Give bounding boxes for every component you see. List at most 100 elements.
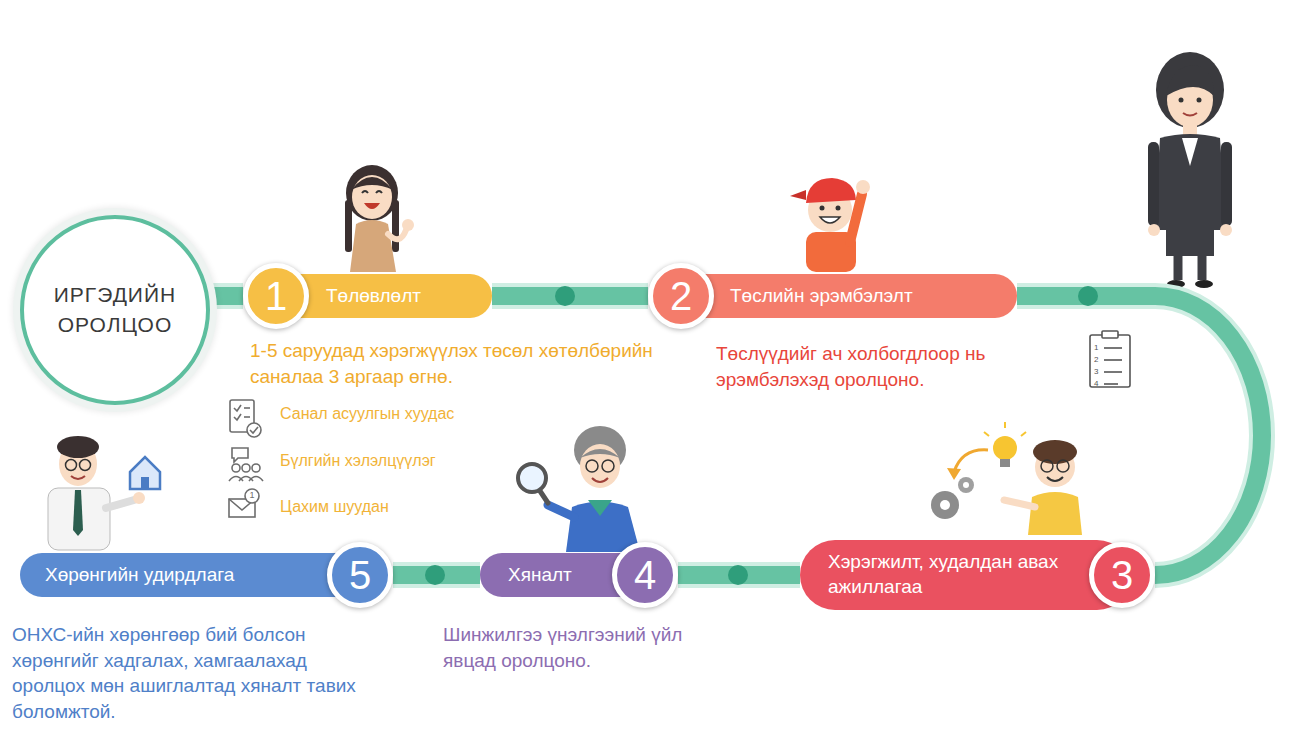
step-number-text: 5 bbox=[349, 555, 371, 595]
woman-figure-part bbox=[1174, 256, 1183, 280]
track-band bbox=[209, 287, 243, 305]
manager-figure-part bbox=[57, 436, 99, 458]
track-band bbox=[393, 566, 480, 584]
track-connector bbox=[209, 296, 243, 297]
idea-boy-figure-part bbox=[954, 450, 988, 472]
girl-figure-part bbox=[352, 175, 392, 219]
step-number-text: 1 bbox=[265, 276, 287, 316]
girl-figure-part bbox=[392, 200, 399, 252]
idea-boy-figure-part bbox=[1004, 500, 1035, 507]
girl-figure-part bbox=[346, 165, 398, 221]
idea-boy-figure-part bbox=[1000, 459, 1010, 467]
list-number: 3 bbox=[1094, 367, 1098, 376]
survey-icon-part bbox=[247, 423, 261, 437]
step-title: Хяналт bbox=[508, 563, 572, 588]
discussion-icon-part bbox=[252, 464, 260, 472]
list-number: 2 bbox=[1094, 355, 1098, 364]
ranking-icon-part bbox=[1104, 347, 1122, 349]
girl-figure-part bbox=[376, 191, 382, 193]
ranking-icon-part bbox=[1090, 335, 1130, 387]
inspector-figure bbox=[518, 426, 640, 552]
boy-figure-part bbox=[850, 194, 862, 242]
step-pill: Хөрөнгийн удирдлага bbox=[20, 553, 365, 597]
discussion-icon-part bbox=[242, 464, 250, 472]
woman-figure-part bbox=[1148, 224, 1160, 236]
woman-figure-part bbox=[1154, 134, 1226, 230]
inspector-figure-part bbox=[588, 500, 612, 516]
step-pill: Хэрэгжилт, худалдан авах ажиллагаа bbox=[800, 540, 1132, 610]
boy-figure bbox=[790, 178, 870, 272]
track-edge bbox=[678, 562, 800, 588]
woman-figure bbox=[1148, 52, 1232, 288]
girl-figure-part bbox=[362, 191, 368, 193]
idea-boy-figure-part bbox=[993, 436, 1017, 460]
survey-icon bbox=[230, 400, 261, 437]
track-dot bbox=[425, 565, 445, 585]
method-item: Бүлгийн хэлэлцүүлэг bbox=[280, 452, 436, 470]
list-number-text: 1 bbox=[1094, 343, 1098, 352]
track-edge bbox=[492, 283, 648, 309]
inspector-figure-part bbox=[580, 444, 620, 488]
step-title: Төлөвлөлт bbox=[326, 284, 421, 309]
woman-figure-part bbox=[1221, 142, 1232, 226]
girl-figure-part bbox=[402, 219, 414, 231]
step-number-text: 2 bbox=[670, 276, 692, 316]
track-band bbox=[1017, 296, 1262, 575]
list-number: 1 bbox=[1094, 343, 1098, 352]
boy-figure-part bbox=[790, 190, 806, 200]
woman-figure-part bbox=[1220, 224, 1232, 236]
step-number: 4 bbox=[612, 542, 678, 608]
idea-boy-figure-part bbox=[940, 500, 950, 510]
step-title: Хөрөнгийн удирдлага bbox=[45, 563, 234, 588]
manager-figure-part bbox=[48, 488, 110, 550]
title-text: ИРГЭДИЙН ОРОЛЦОО bbox=[40, 280, 190, 341]
idea-boy-figure-part bbox=[1033, 440, 1077, 464]
step-number: 2 bbox=[648, 263, 714, 329]
step-number-text: 4 bbox=[634, 555, 656, 595]
woman-figure-part bbox=[1148, 142, 1159, 226]
step-number: 1 bbox=[243, 263, 309, 329]
woman-figure-part bbox=[1166, 228, 1214, 256]
idea-boy-figure-part bbox=[1057, 460, 1069, 472]
inspector-figure-part bbox=[592, 478, 608, 482]
step-title: Төслийн эрэмбэлэлт bbox=[730, 284, 913, 309]
idea-boy-figure-part bbox=[1004, 422, 1006, 428]
discussion-icon-part bbox=[232, 464, 240, 472]
discussion-icon-part bbox=[232, 448, 248, 462]
inspector-figure-part bbox=[518, 464, 546, 492]
boy-figure-part bbox=[806, 178, 856, 203]
idea-boy-figure-part bbox=[1047, 477, 1063, 481]
step-description: 1-5 саруудад хэрэгжүүлэх төсөл хөтөлбөри… bbox=[250, 338, 670, 389]
manager-figure bbox=[48, 436, 160, 550]
track-band bbox=[678, 566, 800, 584]
method-item-text: Цахим шуудан bbox=[280, 498, 389, 515]
girl-figure-part bbox=[351, 177, 393, 190]
manager-figure-part bbox=[66, 460, 77, 471]
idea-boy-figure-part bbox=[1028, 492, 1082, 535]
boy-figure-part bbox=[836, 206, 841, 211]
girl-figure-part bbox=[350, 220, 396, 272]
girl-figure-part bbox=[345, 200, 352, 252]
ranking-icon-part bbox=[1104, 359, 1122, 361]
track-band bbox=[492, 287, 648, 305]
track-dot bbox=[1078, 286, 1098, 306]
email-icon-part bbox=[245, 489, 259, 503]
step-description: Шинжилгээ үнэлгээний үйл явцад оролцоно. bbox=[443, 622, 733, 673]
method-item-text: Бүлгийн хэлэлцүүлэг bbox=[280, 452, 436, 469]
woman-figure-part bbox=[1182, 138, 1198, 166]
survey-icon-part bbox=[250, 427, 258, 433]
idea-boy-figure-part bbox=[963, 482, 969, 488]
survey-icon-part bbox=[234, 405, 241, 411]
track-edge bbox=[209, 283, 243, 309]
step-description-text: Шинжилгээ үнэлгээний үйл явцад оролцоно. bbox=[443, 624, 682, 671]
email-icon bbox=[229, 489, 259, 517]
girl-figure bbox=[345, 165, 414, 272]
idea-boy-figure-part bbox=[1041, 460, 1053, 472]
list-number: 4 bbox=[1094, 379, 1098, 388]
step-description-text: 1-5 саруудад хэрэгжүүлэх төсөл хөтөлбөри… bbox=[250, 340, 653, 387]
idea-boy-figure-part bbox=[931, 491, 959, 519]
survey-icon-part bbox=[234, 414, 241, 420]
boy-figure-part bbox=[820, 217, 840, 223]
woman-figure-part bbox=[1179, 98, 1184, 103]
